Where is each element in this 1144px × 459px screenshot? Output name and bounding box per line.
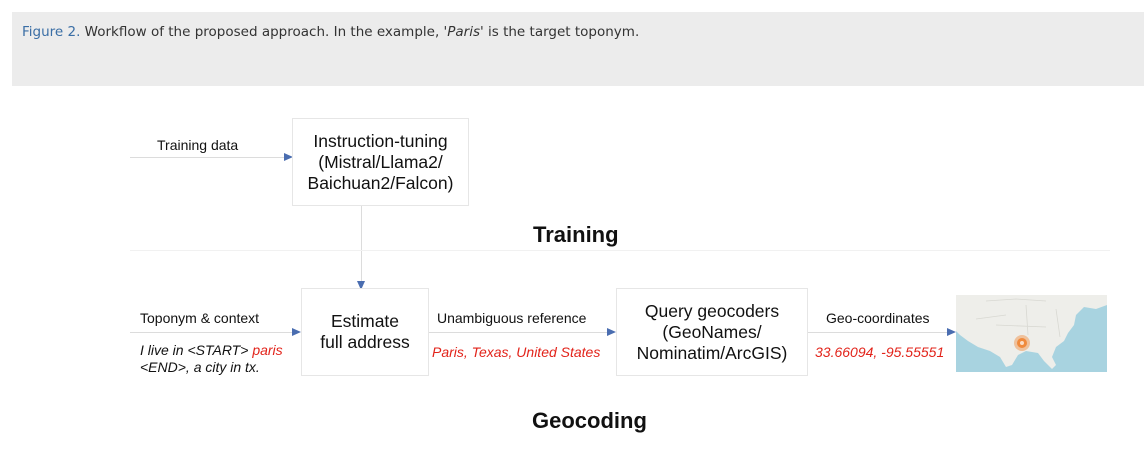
caption-box	[12, 12, 1144, 86]
training-input-arrow	[284, 153, 293, 161]
location-marker-center	[1020, 341, 1024, 345]
instruction-tuning-box: Instruction-tuning (Mistral/Llama2/ Baic…	[292, 118, 469, 206]
toponym-input-line	[130, 332, 293, 333]
toponym-context-label: Toponym & context	[140, 310, 260, 326]
reference-value: Paris, Texas, United States	[432, 344, 601, 360]
query-line-3: Nominatim/ArcGIS)	[636, 342, 788, 363]
estimate-address-box: Estimate full address	[301, 288, 429, 376]
coordinates-value: 33.66094, -95.55551	[815, 344, 945, 360]
unambiguous-reference-label: Unambiguous reference	[437, 310, 587, 326]
example-sentence-line-1: I live in <START> paris	[140, 342, 283, 358]
usa-map-icon	[956, 295, 1107, 372]
figure-label[interactable]: Figure 2.	[22, 24, 81, 40]
map-borders	[975, 298, 1061, 338]
map-land	[956, 295, 1107, 369]
geo-coordinates-label: Geo-coordinates	[826, 310, 930, 326]
training-to-estimate-line	[361, 206, 362, 281]
estimate-to-query-line	[429, 332, 608, 333]
example-prefix: I live in <START>	[140, 342, 253, 358]
training-to-estimate-arrow	[357, 281, 365, 290]
training-section-title: Training	[533, 222, 619, 247]
example-toponym: paris	[252, 342, 283, 358]
estimate-line-1: Estimate	[330, 311, 400, 331]
training-input-line	[130, 157, 285, 158]
query-to-map-line	[808, 332, 948, 333]
query-line-2: (GeoNames/	[662, 321, 762, 342]
caption-text-after: is the target toponym.	[483, 24, 640, 40]
estimate-line-2: full address	[320, 332, 410, 352]
instruction-tuning-line-2: (Mistral/Llama2/	[318, 151, 443, 172]
caption-text-before: Workflow of the proposed approach. In th…	[80, 24, 444, 40]
query-to-map-arrow	[947, 328, 956, 336]
instruction-tuning-line-3: Baichuan2/Falcon)	[307, 172, 454, 193]
section-divider	[130, 250, 1110, 251]
query-geocoders-box: Query geocoders (GeoNames/ Nominatim/Arc…	[616, 288, 808, 376]
instruction-tuning-line-1: Instruction-tuning	[313, 130, 448, 151]
figure-caption: Figure 2. Workflow of the proposed appro…	[22, 24, 639, 40]
estimate-to-query-arrow	[607, 328, 616, 336]
training-data-label: Training data	[157, 137, 239, 153]
query-line-1: Query geocoders	[644, 300, 780, 321]
caption-example: 'Paris'	[443, 24, 484, 40]
toponym-input-arrow	[292, 328, 301, 336]
geocoding-section-title: Geocoding	[532, 408, 647, 433]
example-sentence-line-2: <END>, a city in tx.	[140, 359, 260, 375]
